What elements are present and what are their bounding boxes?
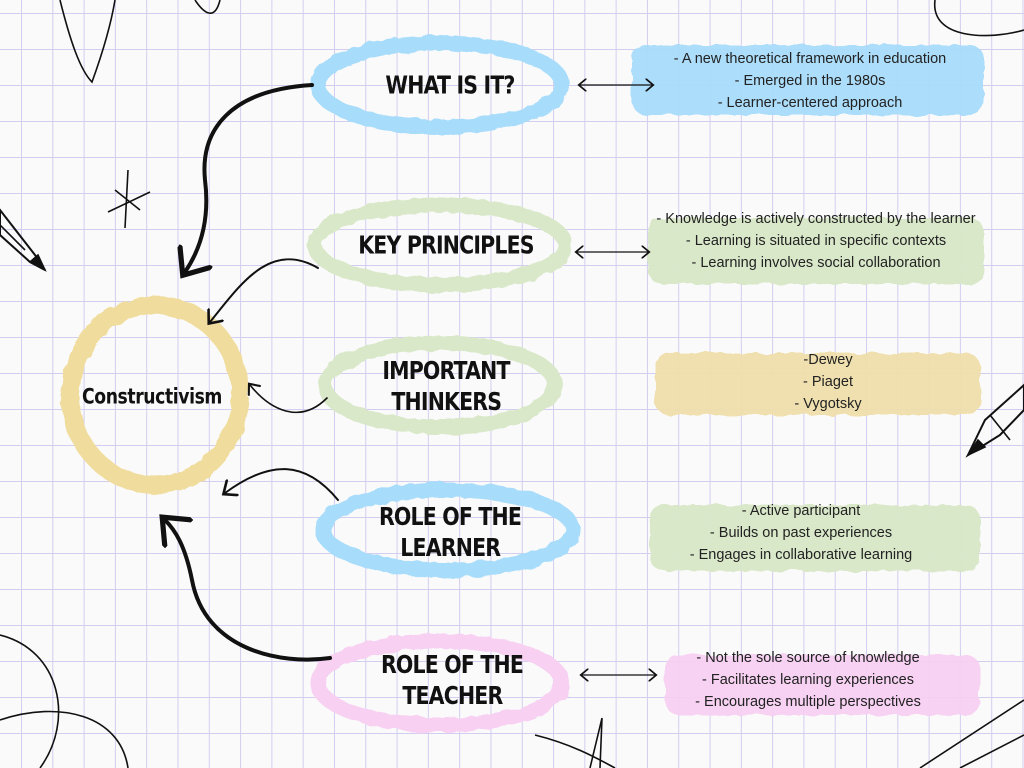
pencil-icon-left <box>0 208 47 272</box>
ellipse-teacher <box>310 633 570 733</box>
list-role-teacher: - Not the sole source of knowledge - Fac… <box>695 647 921 713</box>
ellipse-principles <box>307 197 573 293</box>
ellipse-thinkers <box>317 335 563 435</box>
ellipse-what <box>310 35 570 135</box>
center-topic: Constructivism <box>82 384 222 409</box>
arrow-what <box>185 83 314 272</box>
scribble-bottom <box>534 717 616 768</box>
scribble-bottom-left <box>0 634 129 768</box>
list-item: - Facilitates learning experiences <box>702 672 914 688</box>
list-item: - Vygotsky <box>794 396 862 412</box>
arrow-learner <box>225 468 339 501</box>
list-important-thinkers: -Dewey - Piaget - Vygotsky <box>794 349 861 415</box>
list-what-is-it: - A new theoretical framework in educati… <box>674 48 946 114</box>
brush-box-principles <box>648 218 984 284</box>
list-item: - Emerged in the 1980s <box>734 73 886 89</box>
pencil-icon-right <box>965 383 1024 458</box>
list-item: - Encourages multiple perspectives <box>695 694 921 710</box>
branch-title-what-is-it: WHAT IS IT? <box>385 70 515 100</box>
brush-box-thinkers <box>655 353 980 415</box>
scribble-top <box>194 0 221 14</box>
sparkle-icon <box>107 169 151 229</box>
list-item: - Learner-centered approach <box>717 95 903 111</box>
list-item: - Active participant <box>741 503 861 519</box>
list-item: - Not the sole source of knowledge <box>696 650 920 666</box>
list-item: - A new theoretical framework in educati… <box>673 51 947 67</box>
list-item: - Engages in collaborative learning <box>689 547 913 563</box>
arrow-teacher <box>165 520 332 662</box>
scribble-top-right <box>934 0 1024 37</box>
list-item: - Knowledge is actively constructed by t… <box>656 211 976 227</box>
brush-box-learner <box>650 505 980 571</box>
arrow-thinkers <box>250 385 328 414</box>
branch-title-key-principles: KEY PRINCIPLES <box>358 230 534 260</box>
brush-box-teacher <box>665 655 980 715</box>
list-key-principles: - Knowledge is actively constructed by t… <box>656 208 975 274</box>
scribble-top-left <box>59 0 116 84</box>
list-item: - Piaget <box>803 374 853 390</box>
list-item: - Learning is situated in specific conte… <box>685 233 947 249</box>
brush-box-what <box>632 45 984 115</box>
scribble-bottom-right <box>919 699 1024 768</box>
list-role-learner: - Active participant - Builds on past ex… <box>690 500 912 566</box>
list-item: - Learning involves social collaboration <box>691 255 941 271</box>
ellipse-learner <box>315 482 581 578</box>
center-circle <box>61 296 249 494</box>
list-item: - Builds on past experiences <box>709 525 893 541</box>
list-item: -Dewey <box>803 352 853 368</box>
arrow-principles <box>210 258 319 322</box>
